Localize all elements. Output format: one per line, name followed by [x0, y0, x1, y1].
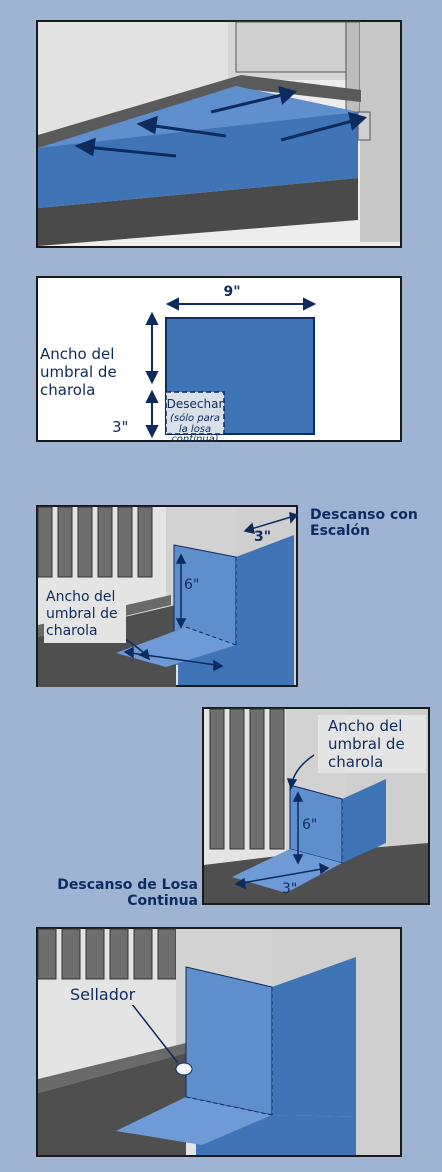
width-label-line3: charola — [328, 753, 383, 771]
cut-pattern-diagram: 9" Ancho del umbral de charola 3" Desech… — [36, 276, 402, 442]
panel-sealant: Sellador — [36, 927, 402, 1157]
membrane-application-illustration — [36, 20, 402, 248]
discard-note-line2: la losa — [179, 424, 211, 435]
continuous-slab-title-line2: Continua — [127, 893, 198, 909]
panel-step-landing: 6" 3" Ancho del umbral de charola — [36, 505, 298, 687]
panel-continuous-slab: 6" 3" Ancho del umbral de charola — [202, 707, 430, 905]
panel-membrane-application — [36, 20, 402, 248]
step-landing-title-line1: Descanso con — [310, 507, 418, 523]
continuous-slab-illustration: 6" 3" Ancho del umbral de charola — [202, 707, 430, 905]
dim-six-label: 6" — [302, 817, 317, 833]
sealant-illustration: Sellador — [36, 927, 402, 1157]
step-landing-title-line2: Escalón — [310, 523, 371, 539]
sealant-bead — [175, 1062, 193, 1076]
continuous-slab-title-line1: Descanso de Losa — [57, 877, 198, 893]
width-label-line2: umbral de — [328, 735, 405, 753]
width-label-line1: Ancho del — [328, 717, 402, 735]
width-label-line3: charola — [46, 623, 98, 639]
width-label-line1: Ancho del — [46, 589, 115, 605]
direction-arrows — [74, 85, 368, 158]
discard-note-line1: (sólo para — [170, 412, 220, 424]
width-label-line2: umbral de — [46, 606, 118, 622]
discard-note-line3: continua) — [171, 434, 218, 442]
dim-nine-label: 9" — [223, 284, 240, 300]
width-label-line2: umbral de — [40, 363, 117, 381]
sealant-label: Sellador — [70, 985, 136, 1004]
continuous-slab-title: Descanso de Losa Continua — [18, 877, 198, 909]
panel-cut-pattern: 9" Ancho del umbral de charola 3" Desech… — [36, 276, 402, 442]
dim-three-label: 3" — [112, 418, 128, 436]
width-label-line1: Ancho del — [40, 345, 114, 363]
step-landing-title: Descanso con Escalón — [310, 507, 440, 539]
discard-title: Desechar — [167, 397, 224, 411]
width-label-line3: charola — [40, 381, 95, 399]
dim-six-label: 6" — [184, 577, 199, 593]
dim-three-label: 3" — [254, 529, 271, 545]
step-landing-illustration: 6" 3" Ancho del umbral de charola — [36, 505, 298, 687]
dim-three-label: 3" — [282, 881, 297, 897]
